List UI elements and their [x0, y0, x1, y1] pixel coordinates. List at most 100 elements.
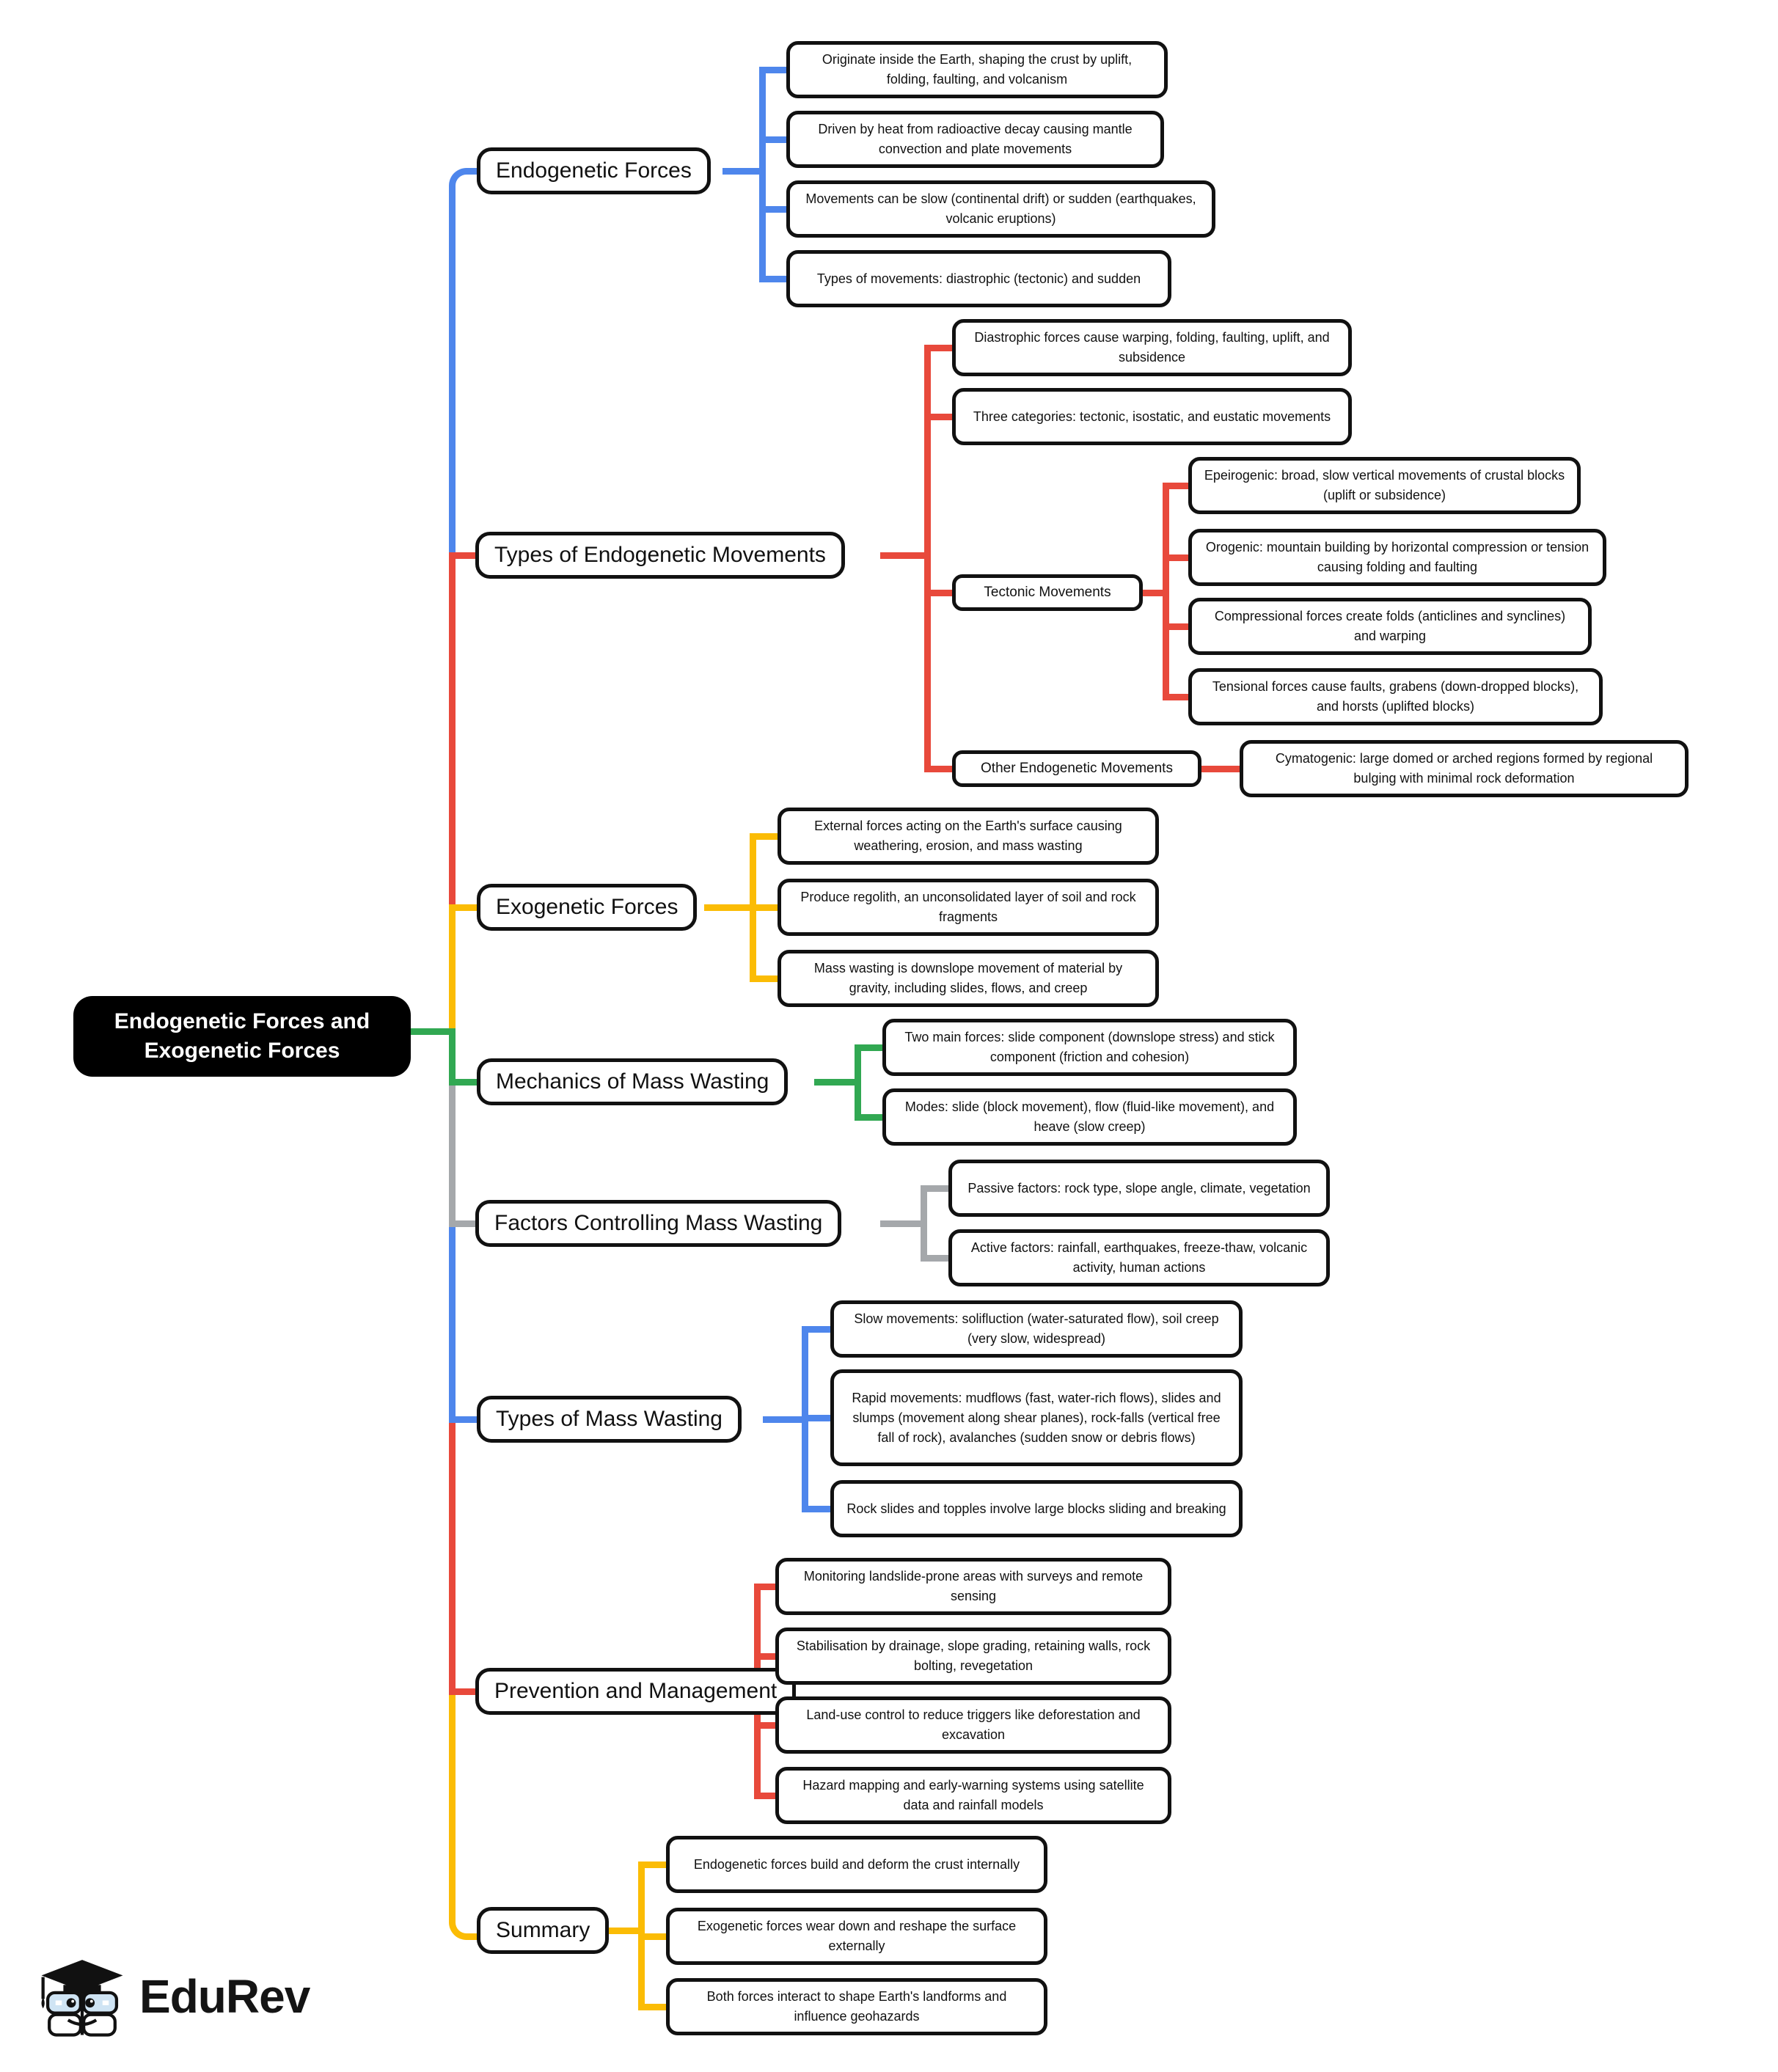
leaf-node: Orogenic: mountain building by horizonta…	[1188, 529, 1606, 586]
leaf-node: Slow movements: solifluction (water-satu…	[830, 1300, 1243, 1358]
child-stub	[754, 1793, 783, 1799]
child-stub	[802, 1506, 835, 1512]
leaf-node: Rapid movements: mudflows (fast, water-r…	[830, 1369, 1243, 1466]
leaf-node: Exogenetic forces wear down and reshape …	[666, 1908, 1047, 1965]
child-stub	[855, 1044, 887, 1051]
leaf-node: Mass wasting is downslope movement of ma…	[778, 950, 1159, 1007]
branch-prevention-management: Prevention and Management	[475, 1668, 797, 1715]
branch-stub	[449, 552, 481, 559]
leaf-node: Active factors: rainfall, earthquakes, f…	[948, 1229, 1330, 1286]
child-line	[855, 1044, 861, 1121]
child-stub	[759, 206, 794, 213]
leaf-node: Endogenetic forces build and deform the …	[666, 1836, 1047, 1893]
child-stub	[754, 1653, 783, 1660]
parent-stub	[814, 1079, 861, 1086]
child-stub	[750, 975, 782, 982]
child-line	[759, 67, 766, 282]
leaf-node: Rock slides and topples involve large bl…	[830, 1480, 1243, 1537]
child-stub	[802, 1326, 835, 1333]
brand-text: EduRev	[139, 1969, 310, 2023]
trunk-segment-yellow-1	[449, 907, 456, 1031]
subnode-tectonic-movements: Tectonic Movements	[952, 574, 1143, 611]
child-stub	[1196, 766, 1244, 772]
leaf-node: Tensional forces cause faults, grabens (…	[1188, 668, 1603, 725]
trunk-corner-bottom	[449, 1908, 485, 1940]
trunk-segment-gray	[449, 1082, 456, 1223]
branch-exogenetic-forces: Exogenetic Forces	[477, 884, 698, 931]
leaf-node: Epeirogenic: broad, slow vertical moveme…	[1188, 457, 1581, 514]
child-stub	[750, 833, 782, 840]
child-stub	[924, 590, 959, 596]
branch-factors-mass-wasting: Factors Controlling Mass Wasting	[475, 1200, 842, 1247]
child-stub	[802, 1415, 835, 1421]
leaf-node: Hazard mapping and early-warning systems…	[775, 1767, 1171, 1824]
leaf-node: External forces acting on the Earth's su…	[778, 808, 1159, 865]
child-stub	[754, 1722, 783, 1729]
leaf-node: Compressional forces create folds (antic…	[1188, 598, 1592, 655]
child-stub	[921, 1185, 953, 1192]
child-stub	[754, 1584, 783, 1590]
leaf-node: Originate inside the Earth, shaping the …	[786, 41, 1168, 98]
edurev-logo: EduRev	[35, 1947, 310, 2045]
parent-stub	[1137, 590, 1169, 596]
leaf-node: Movements can be slow (continental drift…	[786, 180, 1215, 238]
parent-stub	[880, 1220, 927, 1227]
trunk-segment-green	[449, 1031, 456, 1082]
branch-types-endogenetic-movements: Types of Endogenetic Movements	[475, 532, 845, 579]
leaf-node: Diastrophic forces cause warping, foldin…	[952, 319, 1352, 376]
parent-stub	[722, 168, 766, 175]
child-stub	[1163, 554, 1196, 561]
leaf-node: Produce regolith, an unconsolidated laye…	[778, 879, 1159, 936]
trunk-segment-red-2	[449, 1419, 456, 1691]
child-stub	[1163, 694, 1196, 700]
leaf-node: Cymatogenic: large domed or arched regio…	[1240, 740, 1689, 797]
branch-stub	[449, 1220, 481, 1227]
parent-stub	[704, 904, 756, 911]
trunk-segment-blue-2	[449, 1223, 456, 1419]
child-stub	[759, 136, 794, 143]
graduation-cap-book-icon	[35, 1947, 129, 2045]
child-stub	[924, 345, 959, 351]
branch-stub	[449, 1079, 481, 1086]
child-stub	[750, 904, 782, 911]
leaf-node: Three categories: tectonic, isostatic, a…	[952, 388, 1352, 445]
child-stub	[759, 67, 794, 73]
root-connector	[396, 1028, 456, 1035]
child-stub	[759, 276, 794, 282]
leaf-node: Two main forces: slide component (downsl…	[882, 1019, 1297, 1076]
branch-stub	[449, 904, 481, 911]
child-stub	[1163, 483, 1196, 489]
child-line	[921, 1185, 927, 1262]
child-stub	[1163, 623, 1196, 630]
child-stub	[855, 1114, 887, 1121]
child-stub	[924, 414, 959, 420]
child-stub	[638, 1861, 674, 1868]
branch-stub	[449, 1416, 481, 1423]
branch-stub	[449, 1688, 481, 1695]
parent-stub	[880, 552, 931, 559]
branch-types-mass-wasting: Types of Mass Wasting	[477, 1396, 742, 1443]
trunk-corner-top	[449, 168, 485, 195]
leaf-node: Driven by heat from radioactive decay ca…	[786, 111, 1164, 168]
trunk-segment-red-1	[449, 555, 456, 907]
leaf-node: Monitoring landslide-prone areas with su…	[775, 1558, 1171, 1615]
subnode-other-endogenetic-movements: Other Endogenetic Movements	[952, 750, 1201, 787]
root-node: Endogenetic Forces and Exogenetic Forces	[73, 996, 411, 1077]
child-line	[924, 345, 931, 772]
leaf-node: Stabilisation by drainage, slope grading…	[775, 1628, 1171, 1685]
leaf-node: Passive factors: rock type, slope angle,…	[948, 1160, 1330, 1217]
branch-endogenetic-forces: Endogenetic Forces	[477, 147, 711, 194]
trunk-segment-yellow-2	[449, 1691, 456, 1911]
child-stub	[924, 766, 959, 772]
branch-mechanics-mass-wasting: Mechanics of Mass Wasting	[477, 1058, 789, 1105]
leaf-node: Both forces interact to shape Earth's la…	[666, 1978, 1047, 2035]
child-line	[1163, 483, 1169, 700]
child-stub	[638, 2004, 674, 2010]
trunk-segment-blue-1	[449, 186, 456, 555]
child-stub	[921, 1255, 953, 1262]
leaf-node: Modes: slide (block movement), flow (flu…	[882, 1088, 1297, 1146]
leaf-node: Types of movements: diastrophic (tectoni…	[786, 250, 1171, 307]
parent-stub	[579, 1928, 645, 1934]
branch-summary: Summary	[477, 1907, 610, 1954]
